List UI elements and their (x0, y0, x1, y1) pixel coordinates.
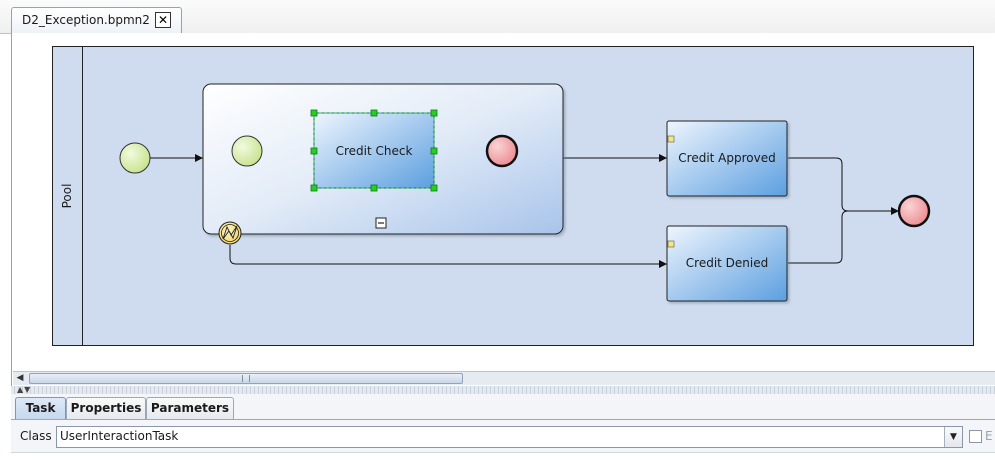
flow-credit-denied-to-end[interactable] (788, 210, 899, 264)
panel-splitter[interactable] (11, 386, 995, 394)
task-credit-denied[interactable]: Credit Denied (666, 225, 788, 302)
chevron-down-icon[interactable]: ▼ (944, 427, 962, 447)
scrollbar-thumb[interactable] (29, 373, 463, 384)
tab-properties[interactable]: Properties (66, 397, 146, 419)
selection-handles[interactable] (310, 109, 438, 192)
tab-parameters[interactable]: Parameters (146, 397, 234, 419)
panel-content-area (11, 452, 995, 473)
task-credit-approved[interactable]: Credit Approved (666, 120, 788, 197)
flow-credit-approved-to-end[interactable] (788, 157, 899, 215)
splitter-arrows-icon[interactable]: ▲▼ (17, 385, 32, 394)
horizontal-scrollbar[interactable]: ◀ (13, 371, 995, 385)
thumb-grip-icon (242, 375, 250, 382)
class-dropdown-value: UserInteractionTask (60, 429, 179, 443)
task-marker-icon (667, 240, 675, 248)
side-checkbox[interactable] (969, 430, 982, 443)
task-credit-check[interactable]: Credit Check (310, 109, 438, 192)
pool-label: Pool (60, 184, 74, 209)
task-credit-approved-label: Credit Approved (678, 151, 775, 165)
task-credit-check-label: Credit Check (336, 144, 413, 158)
task-credit-denied-label: Credit Denied (686, 256, 768, 270)
error-boundary-event-icon[interactable] (218, 221, 242, 245)
class-label: Class (20, 429, 52, 443)
editor-tab-title: D2_Exception.bpmn2 (22, 13, 150, 27)
task-marker-icon (667, 135, 675, 143)
start-event-icon[interactable] (119, 142, 151, 174)
scroll-left-arrow-icon[interactable]: ◀ (16, 373, 24, 383)
collapse-icon[interactable] (375, 217, 387, 229)
inner-start-event-icon[interactable] (231, 135, 263, 167)
bottom-tab-divider (11, 419, 995, 420)
end-event-icon[interactable] (897, 194, 931, 228)
close-icon[interactable]: ✕ (155, 12, 171, 28)
side-checkbox-label: E (985, 429, 993, 443)
editor-tab-d2-exception[interactable]: D2_Exception.bpmn2 ✕ (11, 7, 182, 33)
tab-task[interactable]: Task (15, 397, 66, 419)
flow-error-to-credit-denied[interactable] (229, 245, 667, 268)
bpmn-diagram: Pool Credit Check (52, 46, 974, 346)
inner-end-event-icon[interactable] (485, 134, 519, 168)
class-dropdown[interactable]: UserInteractionTask ▼ (56, 426, 963, 448)
